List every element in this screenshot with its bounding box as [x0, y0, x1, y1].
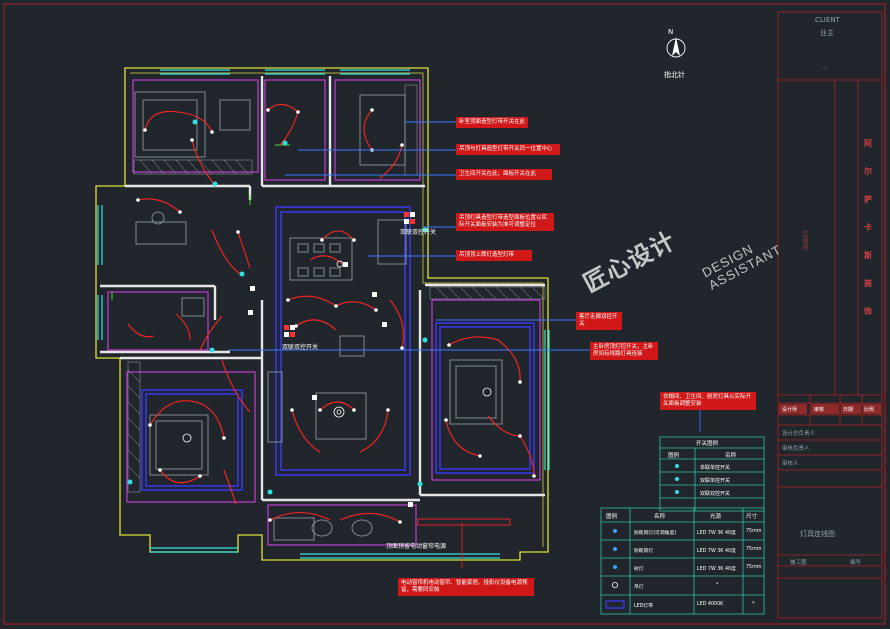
callout-7: 主卧房顶灯控开关，主卧房间有线路灯具连接	[590, 342, 658, 360]
switch-legend-title: 开关图例	[696, 441, 719, 447]
tb-sub-1: 设计总负责人	[782, 431, 816, 437]
callout-2: 吊顶与灯具造型灯带开关同一位置中心	[456, 144, 560, 155]
project-label: XX项目	[801, 230, 808, 251]
callout-4: 吊顶灯具造型灯带造型面板位置以实际开关面板安装为准可调整定位	[456, 213, 554, 231]
tb-sub-3: 审核人	[782, 461, 799, 467]
tb-row-2: 审核	[814, 407, 825, 413]
tb-sub-2: 审核负责人	[782, 446, 810, 452]
compass-north: N	[668, 28, 674, 36]
company-name: 阿 尔 萨 卡 斯 装 饰	[864, 139, 872, 316]
callout-9: 电动窗帘机电动窗帘、智能家居、投影仪设备电源预留，需要同安装	[398, 578, 534, 596]
closets	[127, 84, 546, 493]
windows	[97, 69, 550, 559]
tb-row-3: 日期	[843, 407, 854, 413]
lamp-row-1-name: 防眩筒灯(可调角度)	[634, 531, 677, 536]
pendant-legend-symbol	[612, 582, 619, 589]
leader-lines	[228, 121, 701, 432]
lamp-legend-h4: 尺寸	[746, 514, 758, 520]
client-cn: 业主	[820, 29, 834, 37]
switch-legend-r3: 双联双控开关	[700, 491, 731, 497]
led-legend-symbol	[605, 600, 625, 609]
lamp-row-5-size: *	[752, 602, 755, 607]
compass-label: 指北针	[664, 71, 685, 79]
lamp-legend-h3: 光源	[710, 514, 722, 520]
switch-legend-h1: 图例	[668, 453, 680, 459]
callout-3: 卫生间开关在此，面板开关在此	[456, 169, 552, 180]
switches	[248, 212, 415, 507]
switch-legend-h2: 名称	[725, 453, 737, 459]
lamp-legend-frame	[600, 507, 765, 615]
lamp-row-2-source: LED 7W 3K 40度	[697, 549, 736, 554]
title-block-fill	[779, 404, 881, 414]
tb-footer-1: 施工图	[790, 560, 807, 566]
lamp-row-4-source: *	[716, 583, 719, 588]
title-block-frame	[777, 11, 883, 619]
drawing-frame	[3, 3, 886, 625]
tb-footer-2: 编号	[850, 560, 862, 566]
compass	[666, 37, 686, 58]
ceiling-outlines	[107, 79, 541, 546]
lamp-row-2-name: 防眩筒灯	[634, 549, 654, 554]
callout-1: 卧室顶面造型灯带开关在此	[456, 117, 528, 128]
floor-plan	[95, 67, 701, 568]
lamp-row-2-size: 75mm	[746, 547, 762, 552]
curtain-track	[417, 518, 511, 526]
switch-legend-frame	[659, 436, 765, 512]
callout-8: 衣帽间、卫生间、厨房灯具以实际开关面板调整安装	[660, 392, 756, 410]
callout-5: 吊顶顶上筒灯造型灯带	[456, 250, 532, 261]
drawing-title: 灯具连线图	[800, 530, 835, 538]
pendant-lamps	[182, 260, 492, 443]
lamp-row-3-source: LED 7W 3K 40度	[697, 567, 736, 572]
switch-legend-symbols	[675, 464, 679, 494]
curtain-label: 顶面预留电动窗帘电源	[386, 543, 447, 550]
lamp-row-3-name: 射灯	[634, 567, 644, 572]
lamp-row-5-name: LED灯带	[634, 604, 653, 609]
switch-label-2: 双联双控开关	[282, 344, 319, 351]
furniture	[134, 91, 503, 541]
lamp-legend-h1: 图例	[606, 514, 618, 520]
led-strips	[141, 206, 535, 491]
interior-walls	[100, 76, 545, 502]
switch-legend-r1: 单联单控开关	[700, 465, 731, 471]
wiring	[127, 103, 535, 523]
lamp-row-1-size: 75mm	[746, 529, 762, 534]
light-fixtures	[136, 108, 536, 524]
lamp-row-1-source: LED 7W 3K 40度	[697, 531, 736, 536]
doors	[111, 144, 290, 300]
client-value: ...	[822, 64, 828, 71]
tb-row-1: 设计师	[782, 407, 798, 413]
callout-6: 客厅走廊双控开关	[576, 312, 622, 330]
switch-symbols	[127, 119, 428, 495]
lamp-row-5-source: LED 4000K	[697, 602, 724, 607]
switch-label-1: 双联双控开关	[400, 229, 437, 236]
lamp-legend-symbols	[613, 529, 617, 569]
lamp-row-3-size: 75mm	[746, 565, 762, 570]
outer-wall-outline	[95, 67, 549, 561]
lamp-legend-h2: 名称	[654, 514, 666, 520]
switch-legend-r2: 双联单控开关	[700, 478, 731, 484]
lamp-row-4-name: 吊灯	[634, 585, 644, 590]
tb-row-4: 比例	[864, 407, 875, 413]
client-en: CLIENT	[815, 16, 840, 24]
